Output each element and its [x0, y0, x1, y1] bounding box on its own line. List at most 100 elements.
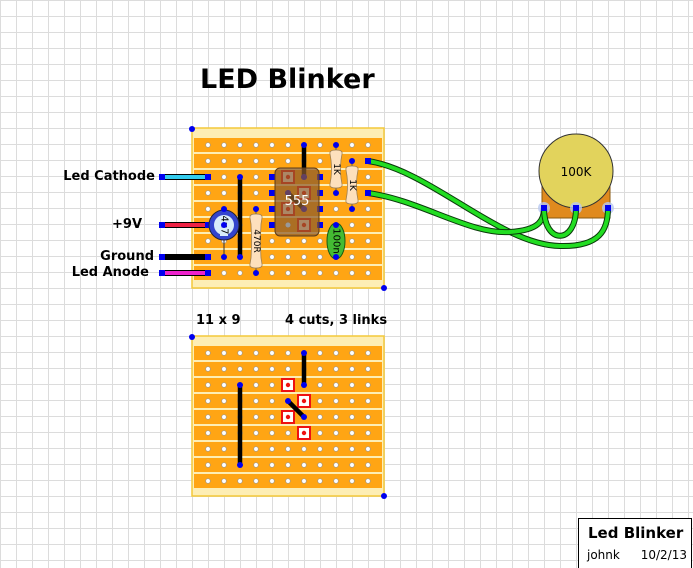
hole — [270, 271, 275, 276]
hole — [350, 367, 355, 372]
hole — [318, 479, 323, 484]
hole — [334, 463, 339, 468]
hole — [366, 223, 371, 228]
pin-node — [285, 398, 291, 404]
pin-node — [205, 254, 211, 260]
hole — [206, 207, 211, 212]
hole — [318, 271, 323, 276]
hole — [350, 239, 355, 244]
hole — [254, 351, 259, 356]
hole — [286, 479, 291, 484]
pin-node — [301, 142, 307, 148]
hole — [222, 143, 227, 148]
hole — [334, 207, 339, 212]
pin-node — [333, 222, 339, 228]
hole — [350, 479, 355, 484]
hole — [366, 479, 371, 484]
hole — [254, 399, 259, 404]
title-block-title: Led Blinker — [588, 524, 683, 542]
hole — [206, 239, 211, 244]
hole — [254, 447, 259, 452]
hole — [334, 367, 339, 372]
hole — [254, 431, 259, 436]
hole — [302, 271, 307, 276]
offboard-wire-plus-9v — [162, 223, 208, 228]
pin-node — [237, 382, 243, 388]
pin-node — [349, 206, 355, 212]
hole — [238, 143, 243, 148]
hole — [318, 383, 323, 388]
hole — [254, 191, 259, 196]
hole — [254, 415, 259, 420]
hole — [350, 351, 355, 356]
hole — [206, 191, 211, 196]
hole — [254, 143, 259, 148]
hole — [318, 399, 323, 404]
pin-node — [205, 174, 211, 180]
hole — [334, 351, 339, 356]
hole — [334, 383, 339, 388]
hole — [318, 351, 323, 356]
pin-node — [269, 206, 275, 212]
hole — [286, 351, 291, 356]
pin-node — [159, 174, 165, 180]
hole — [366, 431, 371, 436]
hole — [302, 463, 307, 468]
hole — [318, 431, 323, 436]
hole — [366, 239, 371, 244]
hole — [318, 159, 323, 164]
hole — [222, 191, 227, 196]
title-block: Led Blinker johnk 10/2/13 — [578, 518, 692, 568]
offboard-wire-ground — [162, 255, 208, 260]
hole — [286, 159, 291, 164]
hole — [254, 479, 259, 484]
hole — [366, 383, 371, 388]
hole — [270, 159, 275, 164]
pin-node — [253, 206, 259, 212]
hole — [222, 415, 227, 420]
hole — [238, 367, 243, 372]
resistor-label: 1K — [331, 163, 341, 176]
hole — [366, 255, 371, 260]
hole — [366, 415, 371, 420]
pin-node — [237, 462, 243, 468]
hole — [350, 415, 355, 420]
hole — [334, 447, 339, 452]
corner-marker — [189, 126, 195, 132]
pin-node — [237, 174, 243, 180]
hole — [366, 271, 371, 276]
hole — [238, 271, 243, 276]
hole — [270, 239, 275, 244]
hole — [334, 399, 339, 404]
hole — [366, 399, 371, 404]
ic-pin1-marker — [286, 223, 291, 228]
pin-node — [205, 270, 211, 276]
hole — [366, 367, 371, 372]
pin-node — [269, 174, 275, 180]
hole — [222, 159, 227, 164]
hole — [254, 159, 259, 164]
hole — [350, 447, 355, 452]
hole — [366, 143, 371, 148]
pin-node — [333, 254, 339, 260]
track-cut-dot — [302, 399, 306, 403]
pin-node — [365, 190, 371, 196]
hole — [286, 447, 291, 452]
offboard-wire-led-cathode — [162, 175, 208, 180]
hole — [254, 175, 259, 180]
hole — [206, 447, 211, 452]
pin-node — [221, 206, 227, 212]
hole — [222, 399, 227, 404]
pin-node — [221, 222, 227, 228]
hole — [286, 431, 291, 436]
hole — [318, 415, 323, 420]
hole — [350, 463, 355, 468]
hole — [286, 143, 291, 148]
hole — [254, 383, 259, 388]
track-cut-dot — [286, 383, 290, 387]
hole — [350, 383, 355, 388]
pin-node — [349, 158, 355, 164]
pin-node — [221, 254, 227, 260]
hole — [222, 175, 227, 180]
